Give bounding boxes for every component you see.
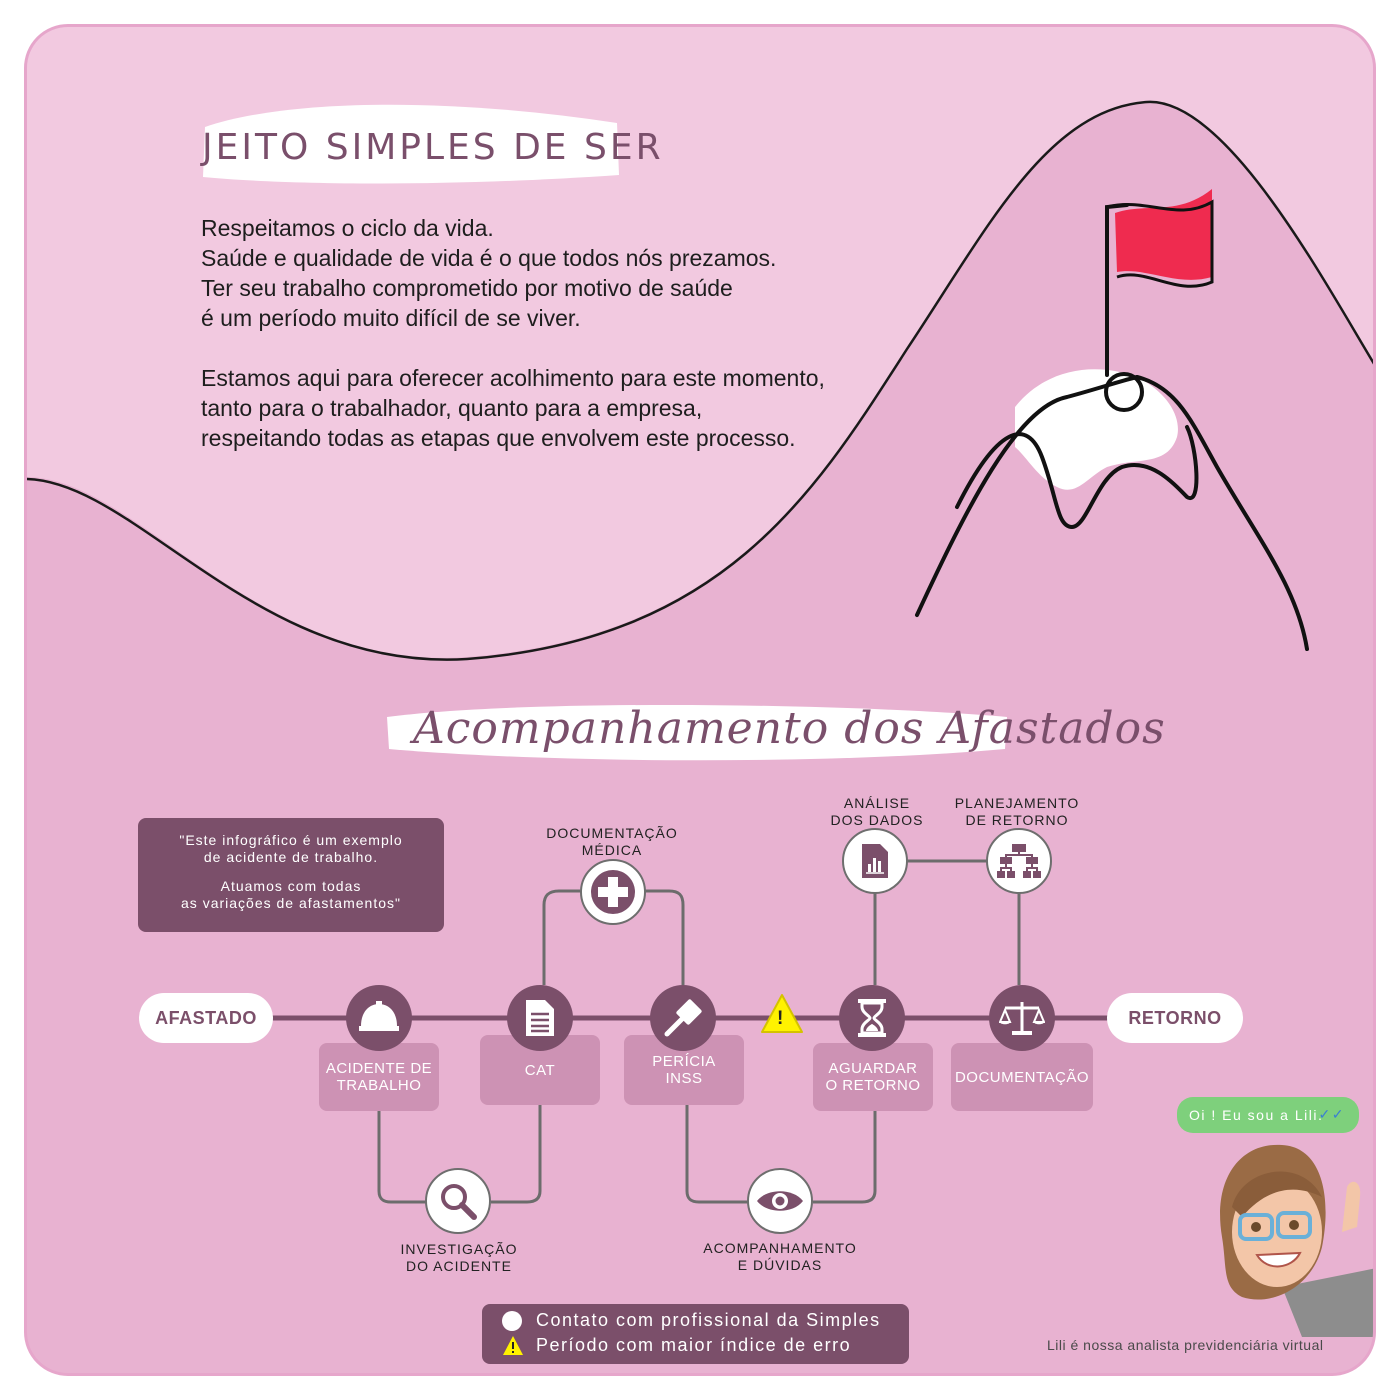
warning-icon (503, 1336, 523, 1355)
avatar (1182, 1137, 1373, 1337)
step-label-documentacao: DOCUMENTAÇÃO (951, 1043, 1093, 1111)
section-title: Acompanhamento dos Afastados (413, 703, 1166, 754)
intro-paragraph-2: Estamos aqui para oferecer acolhimento p… (201, 363, 825, 453)
caption-doc-medica: DOCUMENTAÇÃO MÉDICA (532, 825, 692, 859)
white-dot-icon (502, 1310, 522, 1331)
caption-line: PLANEJAMENTO (954, 795, 1080, 811)
caption-line: DOS DADOS (830, 812, 924, 828)
quote-line: "Este infográfico é um exemplo (179, 832, 403, 848)
report-icon (842, 828, 908, 894)
end-pill: RETORNO (1107, 993, 1243, 1043)
double-check-icon: ✓✓ (1318, 1106, 1345, 1122)
intro-line: Estamos aqui para oferecer acolhimento p… (201, 365, 825, 391)
magnifier-icon (425, 1168, 491, 1234)
quote-line: de acidente de trabalho. (203, 849, 379, 865)
caption-line: DO ACIDENTE (406, 1258, 512, 1274)
chat-bubble: Oi ! Eu sou a Lili. ✓✓ (1177, 1097, 1359, 1133)
caption-line: E DÚVIDAS (737, 1257, 823, 1273)
eye-icon (747, 1168, 813, 1234)
caption-line: ACOMPANHAMENTO (703, 1240, 857, 1256)
legend: Contato com profissional da Simples Perí… (482, 1304, 909, 1364)
caption-acompanhamento: ACOMPANHAMENTO E DÚVIDAS (690, 1240, 870, 1274)
start-pill: AFASTADO (139, 993, 273, 1043)
legend-contact-label: Contato com profissional da Simples (536, 1310, 881, 1330)
step-label-line: O RETORNO (825, 1077, 921, 1094)
intro-line: tanto para o trabalhador, quanto para a … (201, 395, 703, 421)
step-label-line: CAT (524, 1061, 556, 1079)
step-label-line: DOCUMENTAÇÃO (954, 1068, 1090, 1086)
title-brush (203, 104, 619, 184)
mountain-illustration (915, 189, 1309, 651)
step-label-line: TRABALHO (336, 1077, 422, 1094)
intro-line: Respeitamos o ciclo da vida. (201, 215, 494, 241)
medical-cross-icon (580, 859, 646, 925)
intro-line: respeitando todas as etapas que envolvem… (201, 425, 796, 451)
background-waves (27, 27, 1373, 1204)
intro-line: Saúde e qualidade de vida é o que todos … (201, 245, 777, 271)
caption-line: DE RETORNO (965, 812, 1069, 828)
legend-error: Período com maior índice de erro (502, 1335, 851, 1356)
section-brush (387, 704, 1007, 761)
step-label-line: AGUARDAR (828, 1060, 918, 1077)
assistant-caption: Lili é nossa analista previdenciária vir… (1047, 1337, 1324, 1353)
intro-text: Respeitamos o ciclo da vida. Saúde e qua… (201, 213, 825, 483)
quote-line: Atuamos com todas (220, 878, 362, 894)
step-label-line: ACIDENTE DE (325, 1060, 433, 1077)
caption-line: ANÁLISE (843, 795, 911, 811)
caption-analise: ANÁLISE DOS DADOS (807, 795, 947, 829)
scales-icon (989, 985, 1055, 1051)
caption-line: DOCUMENTAÇÃO (546, 825, 678, 841)
legend-error-label: Período com maior índice de erro (536, 1335, 852, 1355)
wave-line (27, 100, 1373, 661)
chat-greeting: Oi ! Eu sou a Lili. (1189, 1107, 1324, 1123)
quote-line: as variações de afastamentos" (181, 895, 401, 911)
step-label-line: INSS (665, 1070, 703, 1087)
org-chart-icon (986, 828, 1052, 894)
hard-hat-icon (346, 985, 412, 1051)
infographic-card: JEITO SIMPLES DE SER Respeitamos o ciclo… (24, 24, 1376, 1376)
intro-line: Ter seu trabalho comprometido por motivo… (201, 275, 733, 301)
intro-paragraph-1: Respeitamos o ciclo da vida. Saúde e qua… (201, 213, 825, 333)
page-title: JEITO SIMPLES DE SER (202, 127, 664, 168)
warning-mark: ! (777, 1008, 784, 1029)
caption-planejamento: PLANEJAMENTO DE RETORNO (942, 795, 1092, 829)
warning-icon: ! (759, 992, 805, 1041)
gavel-icon (650, 985, 716, 1051)
hourglass-icon (839, 985, 905, 1051)
quote-box: "Este infográfico é um exemplo de aciden… (138, 818, 444, 932)
intro-line: é um período muito difícil de se viver. (201, 305, 581, 331)
caption-line: INVESTIGAÇÃO (400, 1241, 518, 1257)
caption-line: MÉDICA (581, 842, 643, 858)
step-label-line: PERÍCIA (652, 1053, 716, 1070)
caption-investigacao: INVESTIGAÇÃO DO ACIDENTE (379, 1241, 539, 1275)
document-icon (507, 985, 573, 1051)
legend-contact: Contato com profissional da Simples (502, 1310, 881, 1331)
light-wave (27, 27, 1373, 658)
